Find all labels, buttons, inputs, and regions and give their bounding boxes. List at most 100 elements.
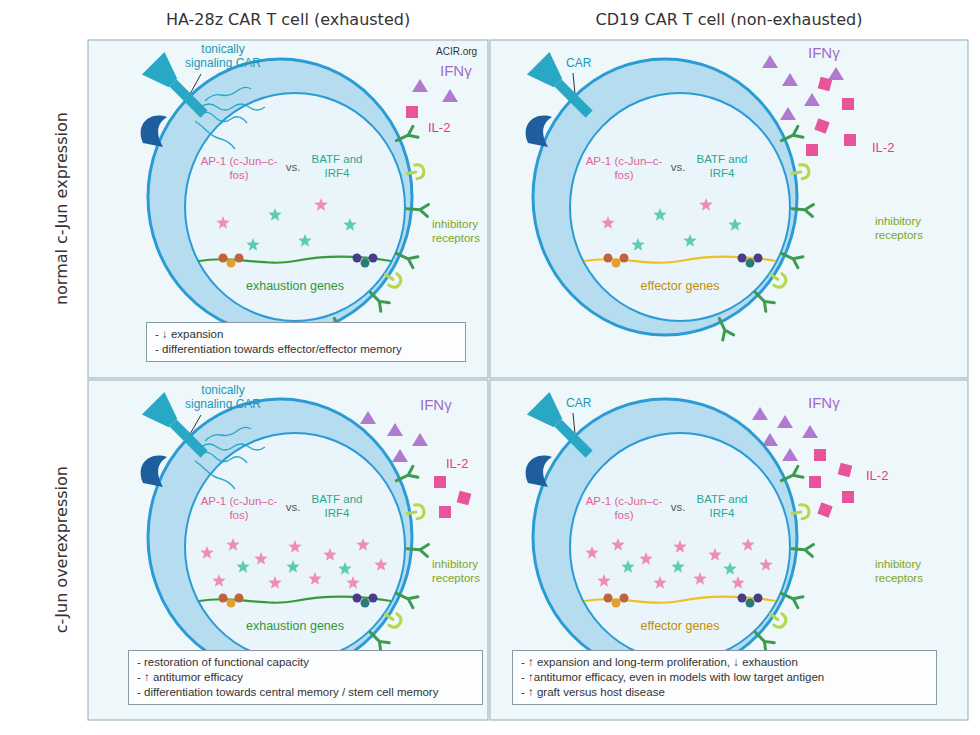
- panels: [88, 40, 968, 720]
- gene-label: exhaustion genes: [225, 619, 365, 634]
- drawing-part: [762, 55, 778, 68]
- receptor-label: CAR: [566, 56, 606, 70]
- versus-label: vs.: [281, 161, 305, 175]
- drawing-part: [412, 433, 428, 446]
- protein-label: BATF and IRF4: [690, 493, 754, 521]
- bullet-text: - ↑ expansion and long-term proliferatio…: [521, 655, 928, 670]
- t-cell: AP-1 (c-Jun–c-fos)vs.BATF and IRF4 effect…: [520, 395, 810, 680]
- drawing-part: [457, 491, 472, 506]
- stars-over: [200, 538, 387, 589]
- protein-label: BATF and IRF4: [305, 153, 369, 181]
- drawing-part: [818, 77, 833, 92]
- drawing-part: [817, 502, 832, 517]
- dna-ex: [199, 254, 391, 268]
- cytokine-label: IL-2: [866, 468, 902, 484]
- receptor-label: inhibitory receptors: [875, 215, 945, 243]
- drawing-part: [806, 144, 818, 156]
- stars-normal: [216, 198, 356, 251]
- cytokine-label: IFNγ: [808, 44, 848, 62]
- bullet-text: - differentiation towards effector/effec…: [155, 342, 457, 357]
- watermark: ACIR.org: [436, 46, 486, 58]
- stars-normal: [601, 198, 741, 251]
- drawing-part: [392, 449, 408, 462]
- receptor-label: CAR: [566, 396, 606, 410]
- versus-label: vs.: [666, 161, 690, 175]
- drawing-part: [844, 134, 856, 146]
- note-box: - ↓ expansion- differentiation towards e…: [146, 322, 466, 362]
- row-heading: c-Jun overexpression: [52, 390, 71, 710]
- dna-ex: [199, 594, 391, 608]
- receptor-label: inhibitory receptors: [432, 218, 488, 246]
- drawing-part: [412, 79, 428, 92]
- dna-ef: [584, 254, 776, 268]
- t-cell: AP-1 (c-Jun–c-fos)vs.BATF and IRF4 exhaus…: [135, 395, 425, 680]
- cytokine-label: IL-2: [428, 120, 464, 136]
- cell-shape: [135, 395, 425, 680]
- dna-ef: [584, 594, 776, 608]
- cytokine-label: IFNγ: [440, 62, 480, 80]
- drawing-part: [804, 93, 820, 106]
- cytokine-label: IL-2: [872, 140, 908, 156]
- drawing-part: [406, 106, 418, 118]
- drawing-part: [814, 449, 826, 461]
- drawing-part: [88, 40, 488, 378]
- cell-shape: [135, 55, 425, 340]
- bullet-text: - ↓ expansion: [155, 327, 457, 342]
- versus-label: vs.: [281, 501, 305, 515]
- protein-label: AP-1 (c-Jun–c-fos): [580, 155, 668, 183]
- drawing-part: [752, 407, 768, 420]
- bullet-text: - restoration of functional capacity: [137, 655, 474, 670]
- drawing-part: [780, 107, 796, 120]
- drawing-part: [782, 73, 798, 86]
- stars-over: [585, 538, 772, 589]
- gene-label: exhaustion genes: [225, 279, 365, 294]
- protein-label: BATF and IRF4: [690, 153, 754, 181]
- t-cell: AP-1 (c-Jun–c-fos)vs.BATF and IRF4 effect…: [520, 55, 810, 340]
- drawing-part: [442, 89, 458, 102]
- bullet-text: - differentiation towards central memory…: [137, 685, 474, 700]
- t-cell: AP-1 (c-Jun–c-fos)vs.BATF and IRF4 exhaus…: [135, 55, 425, 340]
- note-box: - restoration of functional capacity- ↑ …: [128, 650, 483, 705]
- receptor-label: inhibitory receptors: [432, 558, 488, 586]
- bullet-text: - ↑ graft versus host disease: [521, 685, 928, 700]
- drawing-part: [842, 98, 854, 110]
- protein-label: BATF and IRF4: [305, 493, 369, 521]
- protein-label: AP-1 (c-Jun–c-fos): [580, 495, 668, 523]
- cell-shape: [520, 55, 810, 340]
- drawing-part: [814, 118, 829, 133]
- ifn-gamma-molecules: [360, 55, 844, 462]
- cytokine-label: IFNγ: [808, 394, 848, 412]
- gene-label: effector genes: [610, 619, 750, 634]
- protein-label: AP-1 (c-Jun–c-fos): [195, 495, 283, 523]
- drawing-part: [490, 380, 968, 720]
- drawing-part: [842, 491, 854, 503]
- drawing-part: [802, 425, 818, 438]
- drawing-part: [573, 73, 575, 94]
- cell-shape: [520, 395, 810, 680]
- drawing-part: [777, 415, 793, 428]
- protein-label: AP-1 (c-Jun–c-fos): [195, 155, 283, 183]
- drawing-part: [782, 448, 798, 461]
- drawing-part: [828, 67, 844, 80]
- column-heading: CD19 CAR T cell (non-exhausted): [490, 10, 968, 29]
- drawing-part: [439, 506, 451, 518]
- drawing-part: [838, 463, 853, 478]
- receptor-label: tonically signaling CAR: [178, 383, 268, 412]
- cytokine-label: IFNγ: [420, 396, 460, 414]
- bullet-text: - ↑ antitumor efficacy: [137, 670, 474, 685]
- row-heading: normal c-Jun expression: [52, 49, 71, 369]
- drawing-part: [387, 423, 403, 436]
- versus-label: vs.: [666, 501, 690, 515]
- gene-label: effector genes: [610, 279, 750, 294]
- note-box: - ↑ expansion and long-term proliferatio…: [512, 650, 937, 705]
- receptor-label: tonically signaling CAR: [178, 42, 268, 71]
- drawing-part: [88, 380, 488, 720]
- cytokine-label: IL-2: [446, 456, 482, 472]
- drawing-part: [573, 413, 575, 434]
- bullet-text: - ↑antitumor efficacy, even in models wi…: [521, 670, 928, 685]
- drawing-part: [809, 476, 821, 488]
- drawing-part: [434, 476, 446, 488]
